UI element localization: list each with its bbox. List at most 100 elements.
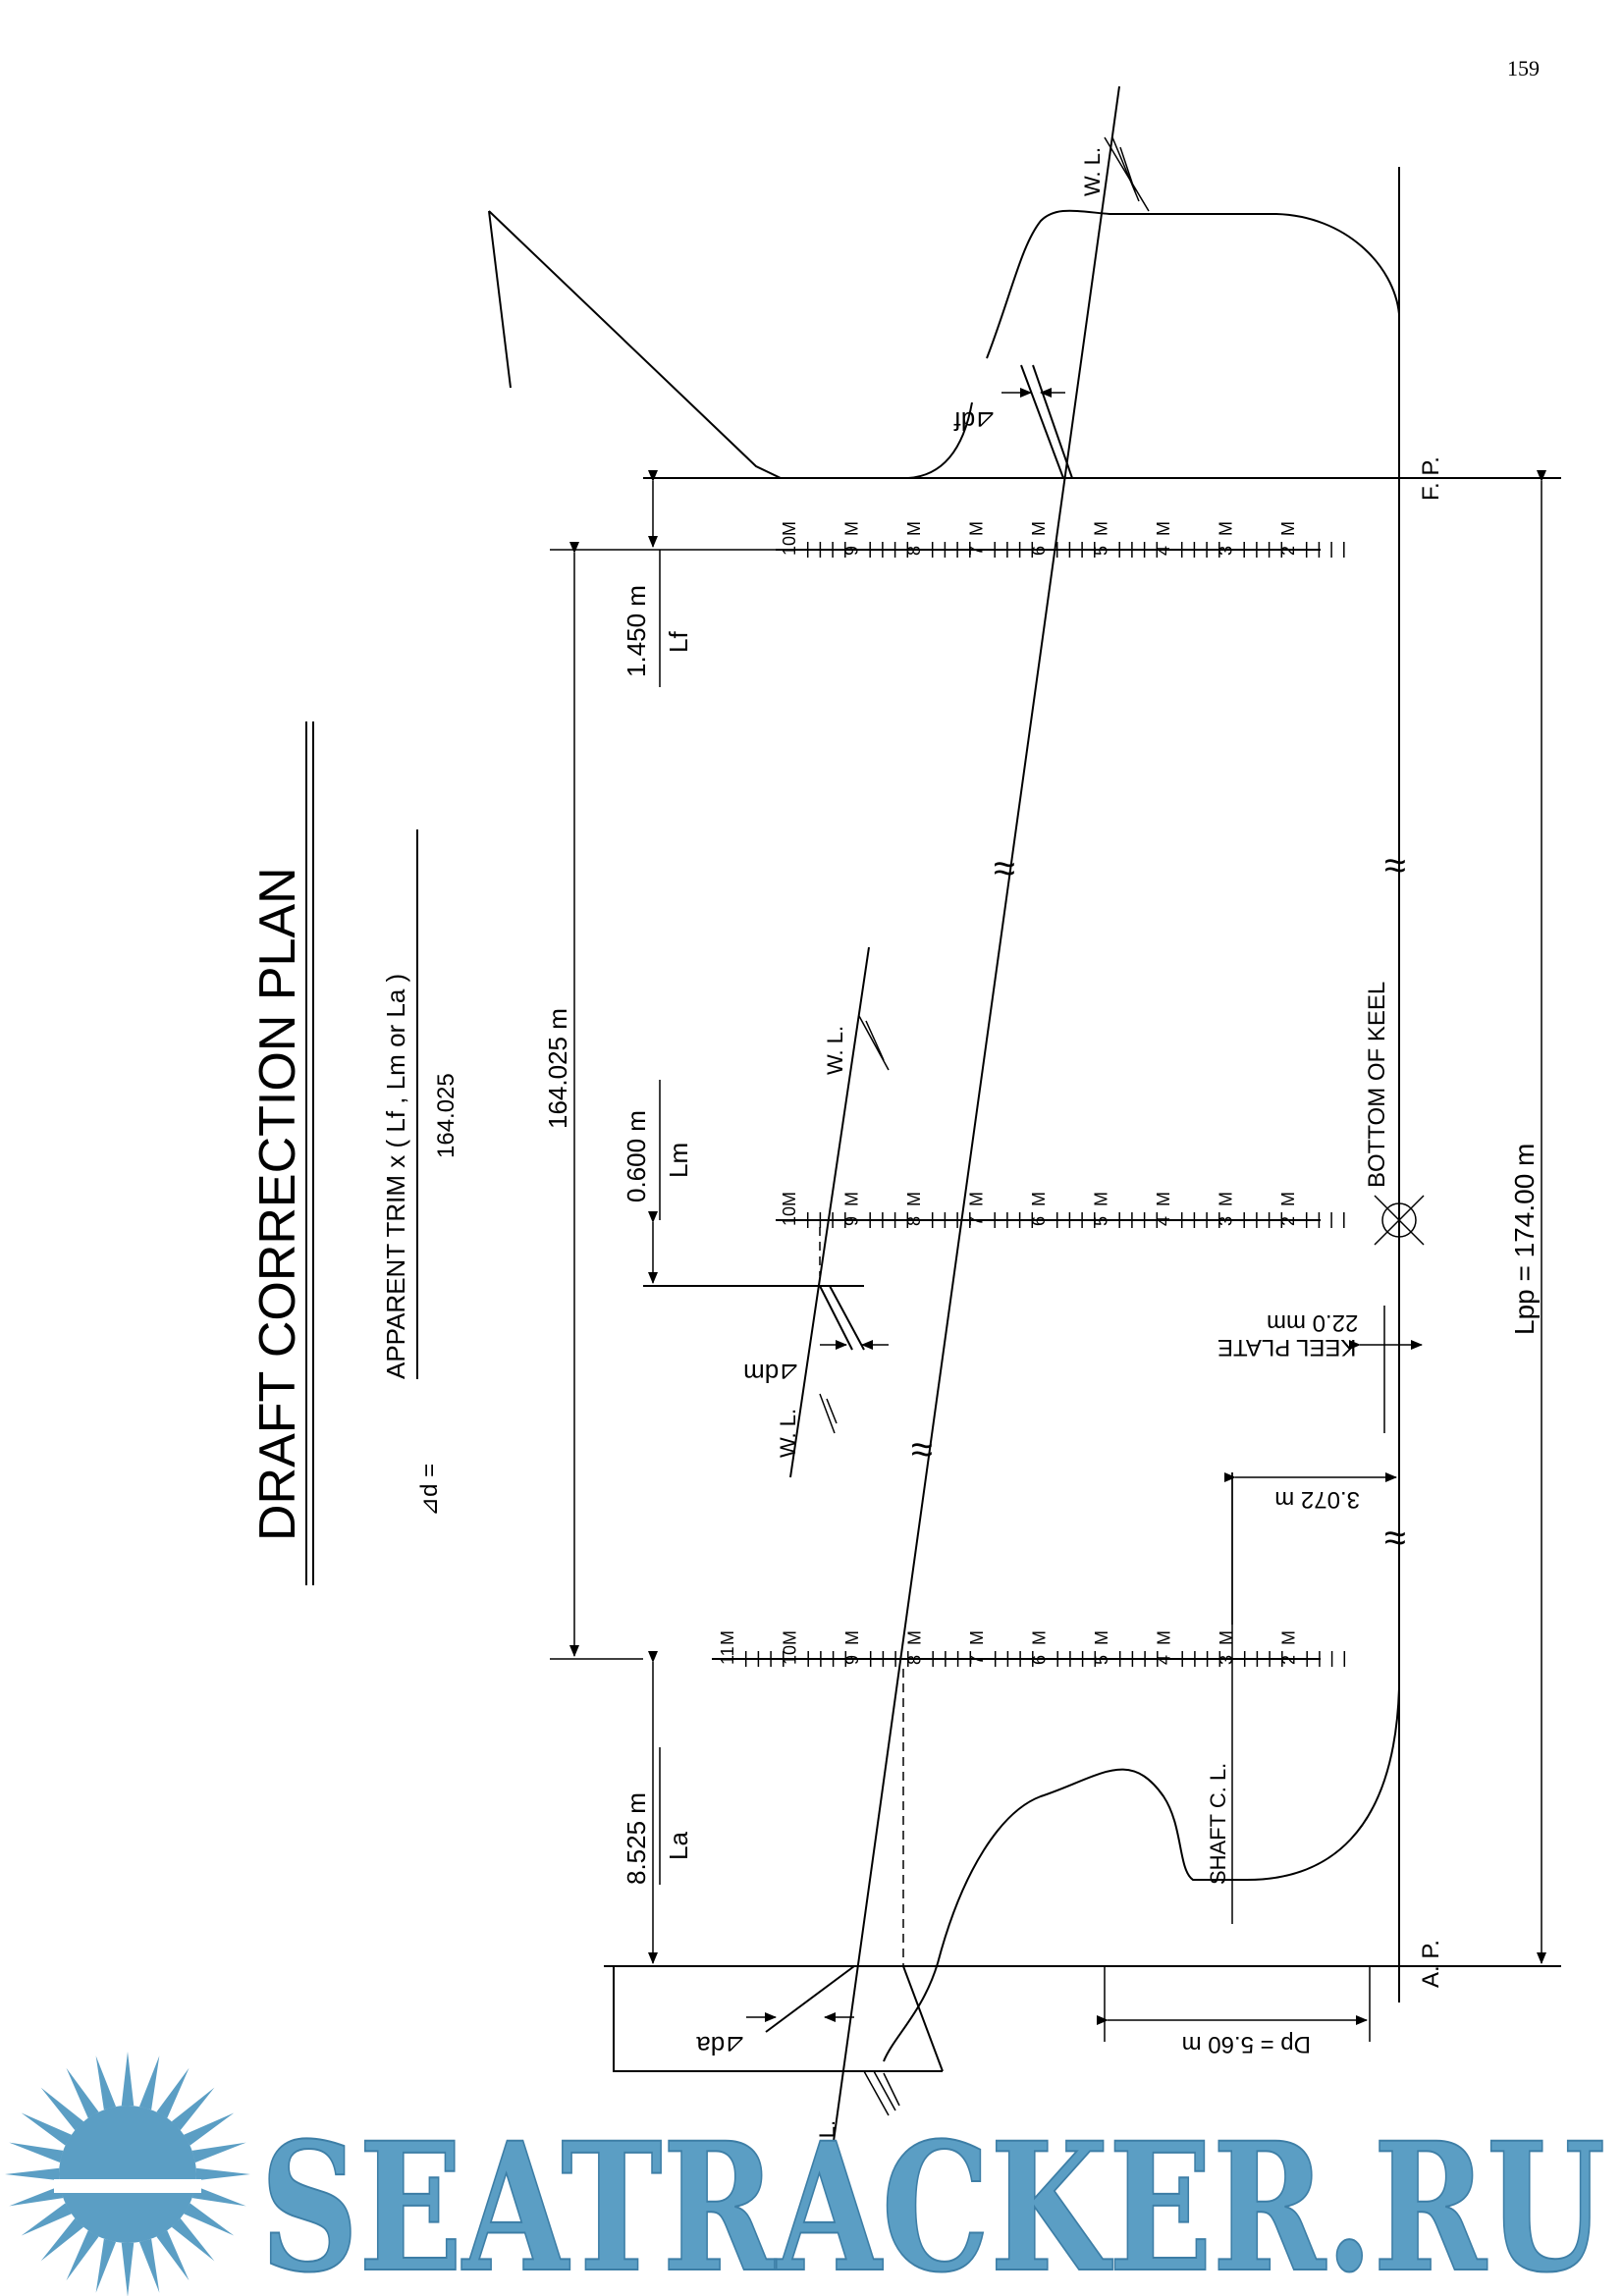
sun-ray: [156, 2067, 189, 2118]
draft-mark-unit: M: [1092, 521, 1111, 536]
lf-label: Lf: [664, 631, 693, 653]
draft-mark-unit: M: [967, 1630, 987, 1645]
page-number: 159: [1507, 56, 1540, 80]
draft-mark-midship-8: 8: [904, 1216, 924, 1226]
between-marks-value: 164.025 m: [543, 1008, 572, 1129]
title-block: DRAFT CORRECTION PLAN ⊿d = APPARENT TRIM…: [249, 721, 460, 1585]
waterline-hatch-aft: [863, 2070, 900, 2116]
sun-ray: [184, 2203, 235, 2236]
lm-value: 0.600 m: [622, 1110, 651, 1202]
delta-a-detail: ⊿da: [696, 1965, 855, 2060]
draft-mark-unit: M: [1278, 1192, 1298, 1206]
draft-mark-midship-4: 4: [1154, 1216, 1173, 1226]
sun-ray: [138, 2238, 160, 2293]
waterline-label-mid-2: W. L.: [776, 1409, 800, 1458]
propeller-dia-value: Dp = 5.60 m: [1182, 2031, 1311, 2057]
draft-mark-forward-8: 8: [904, 546, 924, 556]
draft-mark-unit: M: [1217, 521, 1236, 536]
watermark-text: SEATRACKER.RU: [260, 2105, 1605, 2296]
la-label: La: [664, 1832, 693, 1860]
keel-plate-label: KEEL PLATE: [1217, 1334, 1356, 1361]
delta-m-detail: ⊿dm: [743, 1285, 889, 1388]
draft-mark-unit: M: [1279, 1630, 1299, 1645]
draft-mark-aft-6: 6: [1030, 1655, 1050, 1665]
delta-m-label: ⊿dm: [743, 1359, 800, 1388]
sun-ray: [21, 2112, 72, 2146]
draft-mark-unit: M: [842, 521, 862, 536]
draft-mark-unit: M: [904, 521, 924, 536]
draft-mark-midship-3: 3: [1217, 1216, 1236, 1226]
sun-ray: [40, 2087, 84, 2131]
la-value: 8.525 m: [622, 1792, 651, 1885]
draft-mark-unit: M: [842, 1192, 862, 1206]
fp-label: F. P.: [1418, 456, 1444, 501]
formula-lhs: ⊿d =: [416, 1464, 443, 1517]
lm-label: Lm: [664, 1143, 693, 1178]
midship-wl-hatch: [819, 1015, 890, 1434]
sun-ray: [5, 2167, 60, 2181]
draft-mark-forward-7: 7: [967, 546, 987, 556]
sun-ray: [121, 2052, 135, 2107]
draft-mark-midship-7: 7: [967, 1216, 987, 1226]
draft-mark-forward-3: 3: [1217, 546, 1236, 556]
delta-f-detail: ⊿df: [953, 364, 1073, 479]
waterline-label-fwd: W. L.: [1080, 147, 1105, 196]
lf-value: 1.450 m: [622, 585, 651, 677]
waterline-hatch-fwd: [1104, 136, 1150, 212]
sun-ray: [40, 2217, 84, 2262]
draft-mark-aft-10: 10: [781, 1645, 800, 1665]
draft-mark-unit: M: [904, 1192, 924, 1206]
draft-mark-unit: M: [1217, 1630, 1236, 1645]
sun-horizon: [54, 2179, 201, 2193]
sun-ray: [9, 2185, 64, 2207]
draft-mark-unit: M: [842, 1630, 862, 1645]
formula-numerator: APPARENT TRIM x ( Lf , Lm or La ): [381, 974, 410, 1379]
draft-mark-unit: M: [1154, 1192, 1173, 1206]
draft-mark-unit: M: [1029, 521, 1049, 536]
sun-ray: [184, 2112, 235, 2146]
sun-ray: [66, 2067, 99, 2118]
draft-mark-forward-2: 2: [1278, 546, 1298, 556]
draft-mark-unit: M: [1029, 1192, 1049, 1206]
sun-ray: [66, 2230, 99, 2281]
draft-mark-unit: M: [905, 1630, 925, 1645]
draft-mark-midship-9: 9: [842, 1216, 862, 1226]
draft-mark-unit: M: [718, 1630, 737, 1645]
draft-mark-unit: M: [1278, 521, 1298, 536]
draft-mark-aft-2: 2: [1279, 1655, 1299, 1665]
draft-mark-forward-9: 9: [842, 546, 862, 556]
draft-mark-unit: M: [1030, 1630, 1050, 1645]
sun-ray: [191, 2185, 246, 2207]
draft-mark-unit: M: [1092, 1630, 1111, 1645]
draft-mark-midship-5: 5: [1092, 1216, 1111, 1226]
draft-mark-aft-8: 8: [905, 1655, 925, 1665]
main-waterline: [829, 85, 1120, 2170]
draft-mark-aft-3: 3: [1217, 1655, 1236, 1665]
break-symbol-keel-2: ≈: [1384, 1517, 1406, 1560]
bottom-of-keel-label: BOTTOM OF KEEL: [1364, 982, 1390, 1188]
break-symbol-keel-1: ≈: [1384, 844, 1406, 887]
draft-mark-unit: M: [1154, 521, 1173, 536]
draft-mark-forward-10: 10: [780, 536, 799, 556]
page-title: DRAFT CORRECTION PLAN: [249, 867, 306, 1541]
draft-mark-unit: M: [1092, 1192, 1111, 1206]
waterline-label-mid-1: W. L.: [823, 1026, 847, 1075]
sun-ray: [138, 2056, 160, 2110]
sun-ray: [195, 2167, 250, 2181]
sun-ray: [21, 2203, 72, 2236]
sun-ray: [95, 2238, 117, 2293]
draft-mark-unit: M: [780, 1192, 799, 1206]
shaft-height-value: 3.072 m: [1274, 1486, 1360, 1513]
sun-ray: [171, 2087, 215, 2131]
break-symbols: ≈ ≈ ≈ ≈: [911, 844, 1406, 1560]
midship-waterline: [789, 946, 870, 1478]
sun-ray: [171, 2217, 215, 2262]
sun-disc: [59, 2106, 196, 2243]
draft-mark-aft-4: 4: [1155, 1655, 1174, 1665]
draft-mark-forward-6: 6: [1029, 546, 1049, 556]
draft-mark-unit: M: [1217, 1192, 1236, 1206]
watermark-sun-logo: [5, 2052, 250, 2296]
